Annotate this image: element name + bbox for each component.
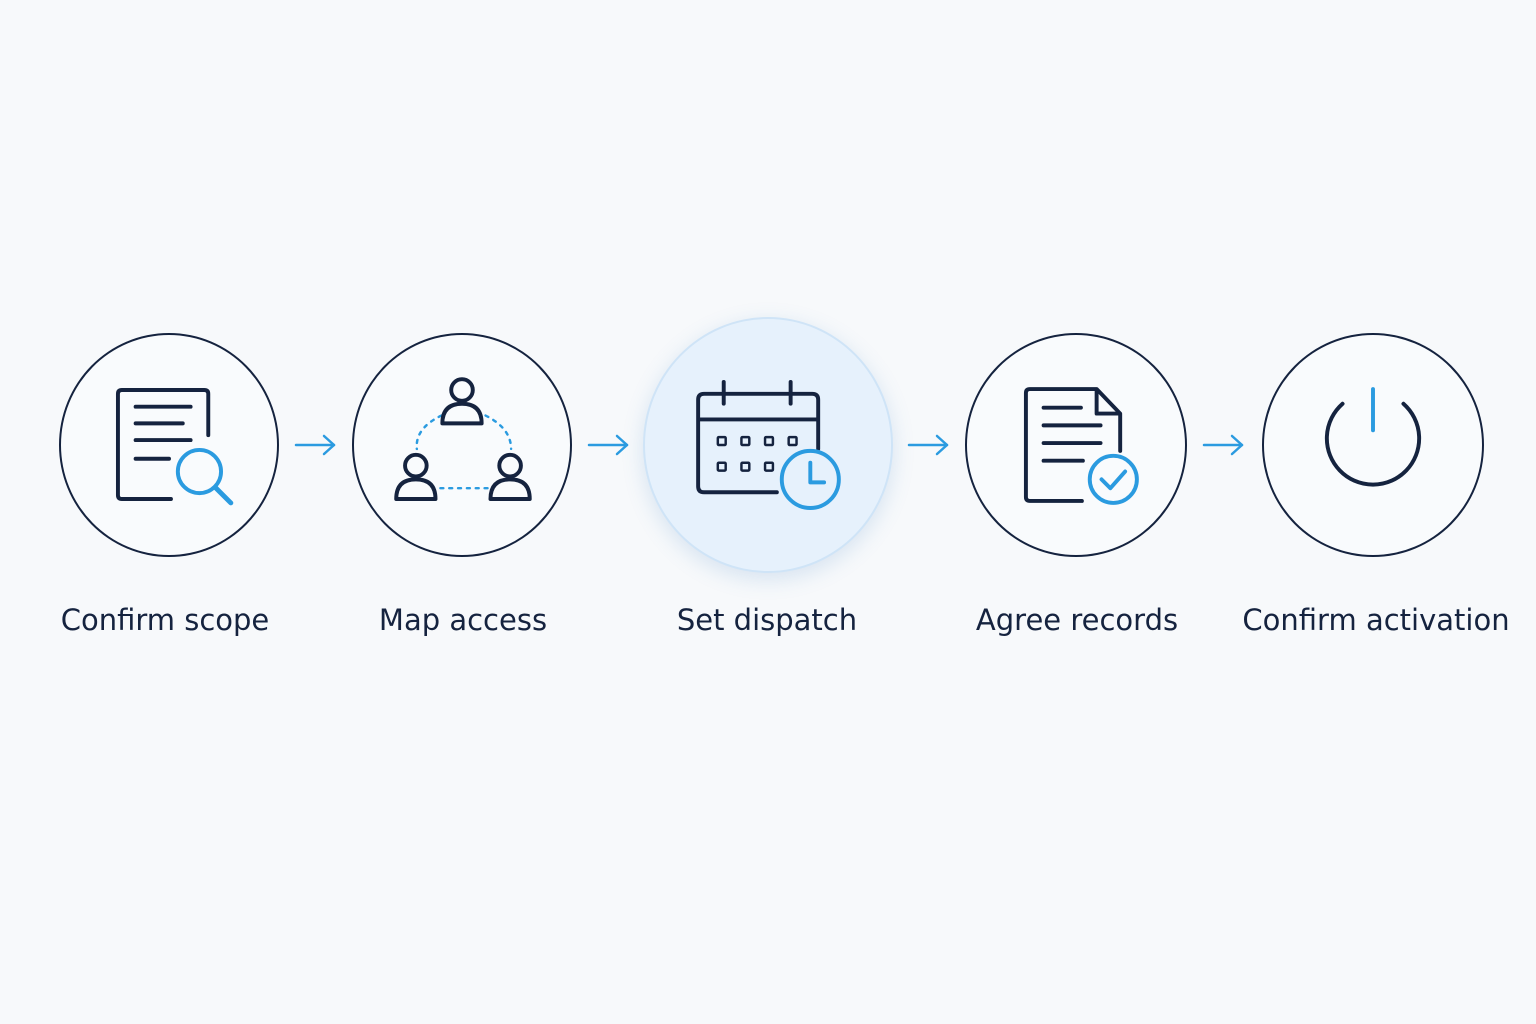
arrow-right-icon bbox=[294, 432, 338, 458]
step-2-circle bbox=[352, 333, 572, 557]
step-3-label: Set dispatch bbox=[676, 603, 858, 637]
step-2-label: Map access bbox=[378, 603, 548, 637]
people-network-icon bbox=[394, 377, 532, 501]
arrow-right-icon bbox=[1202, 432, 1246, 458]
step-4-circle bbox=[965, 333, 1187, 557]
step-5-circle bbox=[1262, 333, 1484, 557]
step-5-label: Confirm activation bbox=[1242, 603, 1510, 637]
step-4-label: Agree records bbox=[975, 603, 1179, 637]
step-3-circle bbox=[643, 317, 893, 573]
arrow-right-icon bbox=[907, 432, 951, 458]
document-check-icon bbox=[1023, 387, 1139, 505]
power-icon bbox=[1324, 387, 1422, 487]
arrow-right-icon bbox=[587, 432, 631, 458]
calendar-clock-icon bbox=[696, 380, 841, 510]
step-1-label: Confirm scope bbox=[60, 603, 270, 637]
step-1-circle bbox=[59, 333, 279, 557]
document-search-icon bbox=[115, 388, 234, 506]
